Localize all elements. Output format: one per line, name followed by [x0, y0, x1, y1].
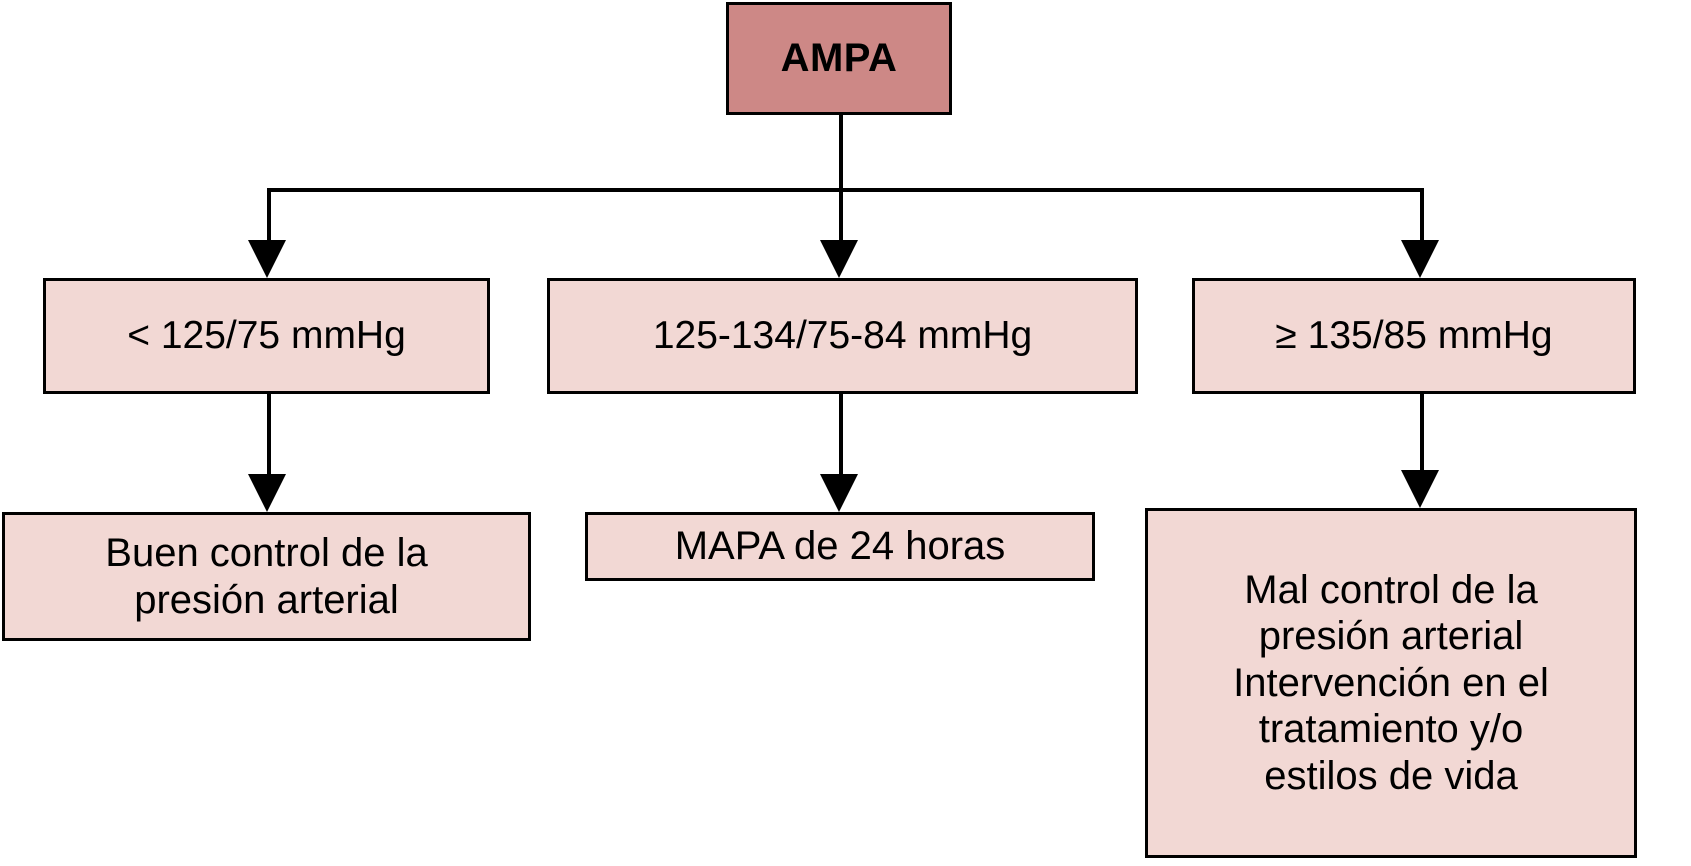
arrow-head-high-to-poor: [1401, 470, 1439, 508]
edge-ampa-trunk: [839, 115, 843, 190]
arrow-head-right: [1401, 240, 1439, 278]
node-ampa[interactable]: AMPA: [726, 2, 952, 115]
node-level-low-label: < 125/75 mmHg: [127, 314, 406, 358]
node-level-low[interactable]: < 125/75 mmHg: [43, 278, 490, 394]
edge-bus-horizontal: [267, 188, 1424, 192]
node-outcome-abpm-label: MAPA de 24 horas: [674, 524, 1006, 569]
node-level-medium-label: 125-134/75-84 mmHg: [652, 314, 1033, 358]
arrow-head-medium-to-abpm: [820, 474, 858, 512]
node-ampa-label: AMPA: [780, 36, 898, 81]
edge-high-to-poor: [1420, 394, 1424, 472]
node-outcome-poor-control[interactable]: Mal control de la presión arterial Inter…: [1145, 508, 1637, 858]
node-level-medium[interactable]: 125-134/75-84 mmHg: [547, 278, 1138, 394]
edge-medium-to-abpm: [839, 394, 843, 476]
edge-drop-right: [1420, 188, 1424, 243]
node-outcome-good-control-label: Buen control de la presión arterial: [105, 531, 428, 622]
node-outcome-abpm[interactable]: MAPA de 24 horas: [585, 512, 1095, 581]
node-level-high[interactable]: ≥ 135/85 mmHg: [1192, 278, 1636, 394]
edge-drop-center: [839, 188, 843, 243]
edge-drop-left: [267, 188, 271, 243]
node-outcome-poor-control-label: Mal control de la presión arterial Inter…: [1233, 568, 1549, 798]
arrow-head-left: [248, 240, 286, 278]
arrow-head-center: [820, 240, 858, 278]
edge-low-to-good: [267, 394, 271, 476]
node-level-high-label: ≥ 135/85 mmHg: [1275, 314, 1553, 358]
node-outcome-good-control[interactable]: Buen control de la presión arterial: [2, 512, 531, 641]
arrow-head-low-to-good: [248, 474, 286, 512]
